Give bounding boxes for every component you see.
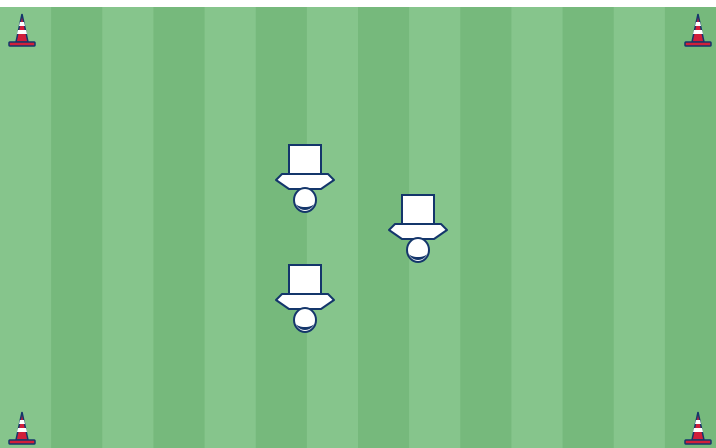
cone-bottom-left xyxy=(5,410,39,446)
pitch xyxy=(0,7,716,448)
pitch-stripe xyxy=(307,7,359,448)
cone-top-right xyxy=(681,12,715,48)
pitch-stripe xyxy=(0,7,52,448)
pitch-stripe xyxy=(511,7,563,448)
pitch-stripe xyxy=(205,7,257,448)
pitch-stripe xyxy=(153,7,205,448)
pitch-stripe xyxy=(665,7,716,448)
player-right xyxy=(387,193,449,265)
cone-top-left xyxy=(5,12,39,48)
pitch-stripe xyxy=(563,7,615,448)
player-left-lower xyxy=(274,263,336,335)
pitch-stripe xyxy=(102,7,154,448)
player-left-upper xyxy=(274,143,336,215)
cone-bottom-right xyxy=(681,410,715,446)
pitch-stripe xyxy=(614,7,666,448)
pitch-stripe xyxy=(460,7,512,448)
pitch-stripe xyxy=(256,7,308,448)
pitch-stripe xyxy=(51,7,103,448)
